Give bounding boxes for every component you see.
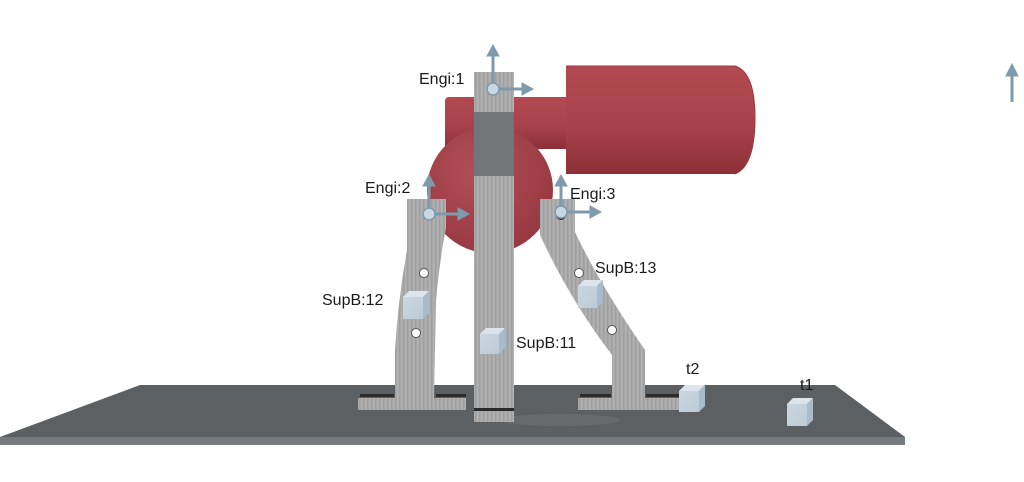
frame-label-engi1: Engi:1 — [419, 71, 465, 88]
marker-cube-supb11[interactable] — [480, 328, 505, 354]
marker-cube-t1[interactable] — [787, 398, 813, 426]
motor-body — [566, 66, 755, 174]
marker-label-supb12: SupB:12 — [322, 292, 384, 309]
marker-label-t2: t2 — [686, 361, 700, 378]
marker-cube-supb13[interactable] — [578, 280, 603, 308]
right-support-bracket[interactable] — [540, 199, 680, 410]
frame-label-engi3: Engi:3 — [570, 186, 616, 203]
frame-engi1-axes-icon[interactable] — [486, 43, 535, 96]
marker-label-t1: t1 — [800, 377, 814, 394]
marker-label-supb13: SupB:13 — [595, 260, 657, 277]
up-arrow-icon[interactable] — [1005, 62, 1019, 102]
center-column[interactable] — [474, 72, 514, 422]
marker-cube-t2[interactable] — [679, 385, 705, 412]
frame-label-engi2: Engi:2 — [365, 180, 411, 197]
marker-cube-supb12[interactable] — [403, 291, 429, 319]
marker-label-supb11: SupB:11 — [516, 335, 577, 352]
frame-engi3-axes-icon[interactable] — [554, 173, 603, 220]
frame-engi2-axes-icon[interactable] — [422, 173, 471, 221]
